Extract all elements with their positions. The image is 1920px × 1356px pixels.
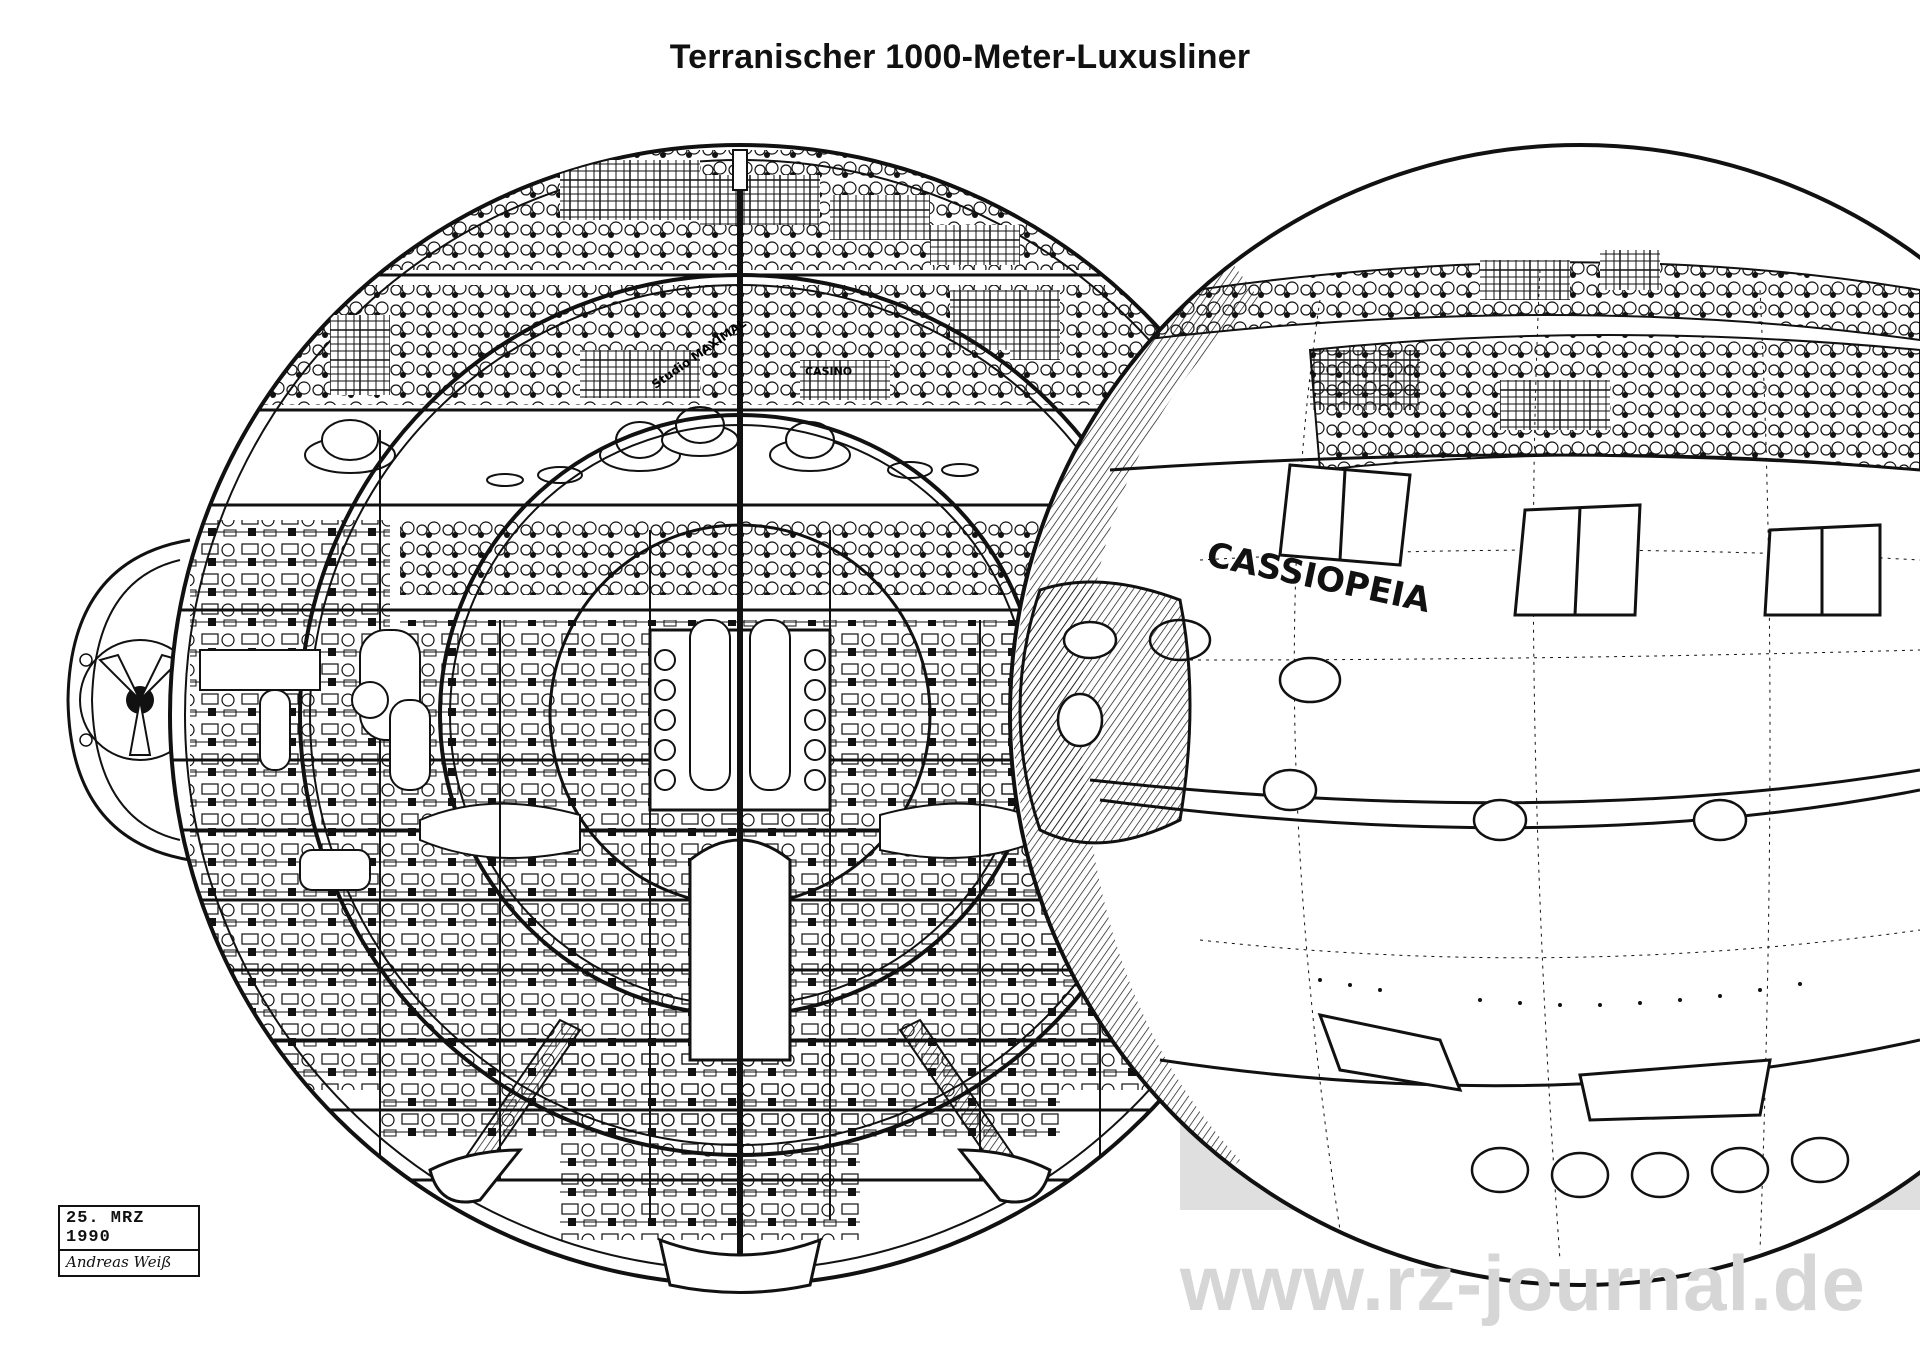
exterior-sphere: CASSIOPEIA: [1008, 143, 1920, 1287]
watermark-url: www.rz-journal.de: [1180, 1239, 1866, 1327]
date-stamp: 25. MRZ 1990 Andreas Weiß: [58, 1205, 200, 1277]
docking-ring: [1018, 580, 1192, 845]
drawing-title: Terranischer 1000-Meter-Luxusliner: [669, 38, 1251, 76]
stamp-date: 25. MRZ 1990: [60, 1207, 198, 1251]
casino-sign: CASINO: [805, 365, 852, 378]
artist-signature: Andreas Weiß: [66, 1253, 172, 1271]
side-engine-pod: [66, 538, 201, 862]
